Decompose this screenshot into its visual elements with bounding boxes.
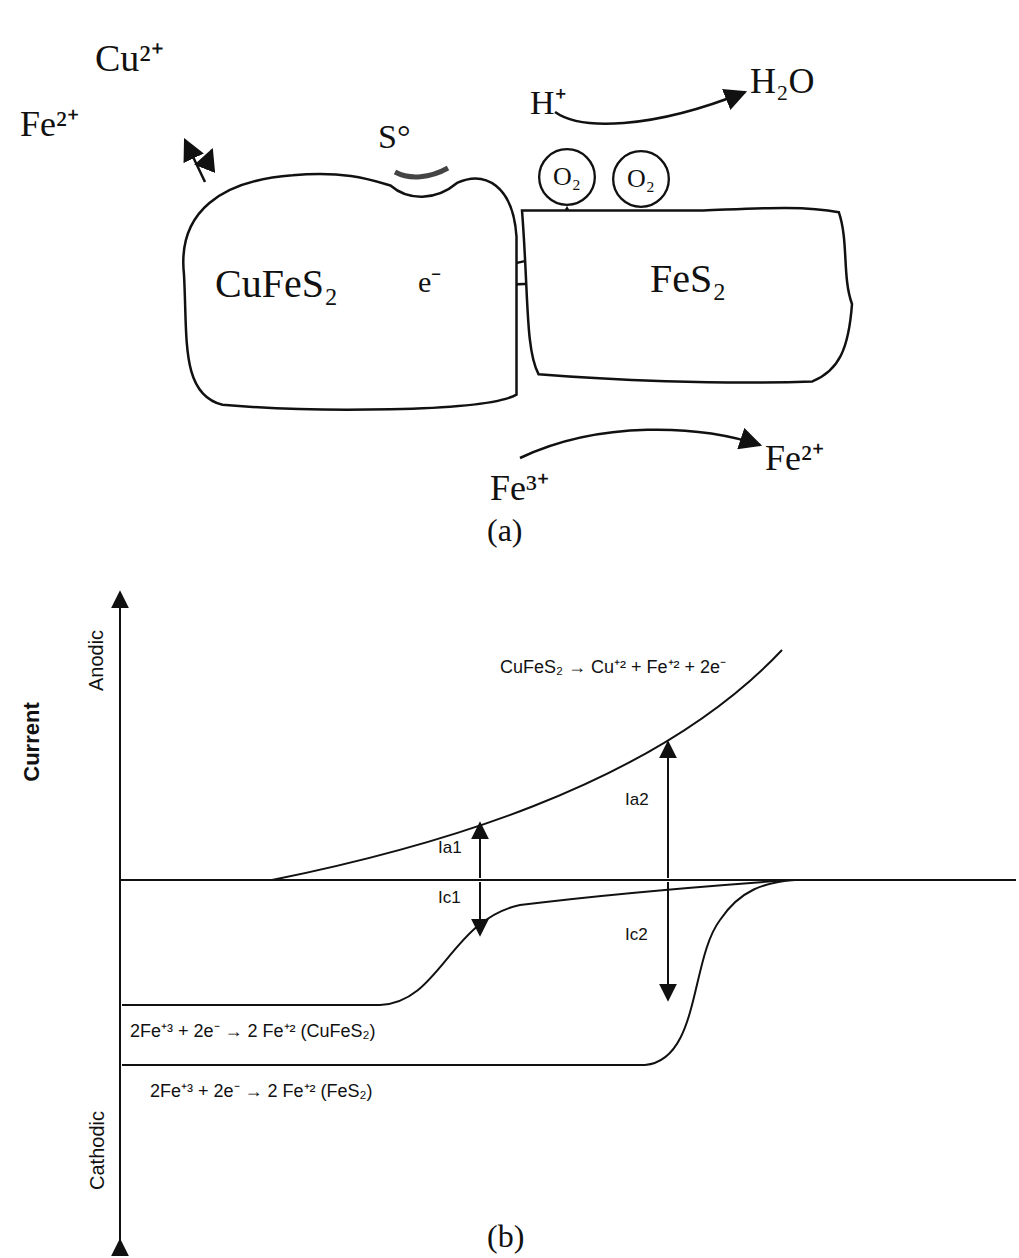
axis-region: Cathodic — [86, 1111, 109, 1190]
copper-ion: Cu²⁺ — [95, 30, 164, 82]
chalcopyrite-particle: CuFeS₂ e⁻ — [170, 160, 520, 415]
current-axis — [119, 592, 121, 1245]
ic2-arrow — [667, 882, 669, 1000]
current-label: Ic1 — [438, 888, 461, 908]
cathodic-reaction: 2Fe⁺³ + 2e⁻ → 2 Fe⁺² (FeS₂) — [150, 1078, 373, 1102]
water: H₂O — [750, 60, 815, 102]
pyrite-particle: FeS₂ — [522, 205, 852, 385]
electron-label: e⁻ — [418, 260, 441, 301]
axis-title: Current — [19, 702, 45, 781]
ia1-arrow — [479, 823, 481, 878]
cathodic-reaction: 2Fe⁺³ + 2e⁻ → 2 Fe⁺² (CuFeS₂) — [130, 1018, 376, 1042]
current-label: Ia2 — [625, 790, 649, 810]
oxygen-molecule: O₂ — [538, 148, 596, 206]
anodic-curve — [272, 650, 782, 880]
ferrous-ion: Fe²⁺ — [20, 98, 79, 147]
current-label: Ia1 — [438, 838, 462, 858]
anodic-reaction: CuFeS₂ → Cu⁺² + Fe⁺² + 2e⁻ — [500, 654, 726, 678]
ferrous-ion: Fe²⁺ — [765, 432, 824, 481]
ic1-arrow — [479, 882, 481, 935]
cathodic-curve-pyrite — [122, 880, 795, 1065]
fe-release-arrow — [185, 140, 205, 182]
ia2-arrow — [667, 742, 669, 878]
axis-region: Anodic — [86, 629, 109, 690]
panel-label: (a) — [487, 512, 523, 549]
mineral-name: CuFeS₂ — [215, 260, 338, 307]
oxygen-molecule: O₂ — [612, 150, 670, 208]
ferric-reduction-arrow — [520, 430, 760, 458]
cu-release-arrow — [205, 150, 212, 168]
oxygen-reduction-arrow — [555, 92, 745, 124]
mineral-name: FeS₂ — [650, 255, 726, 302]
ferric-ion: Fe³⁺ — [490, 462, 549, 511]
sulfur-layer — [395, 168, 448, 177]
cathodic-curve-chalcopyrite — [122, 880, 790, 1005]
potential-axis — [120, 879, 1016, 881]
current-axis-bottom — [119, 1240, 121, 1245]
current-label: Ic2 — [625, 925, 648, 945]
proton: H⁺ — [530, 78, 566, 124]
panel-label: (b) — [487, 1218, 524, 1255]
mineral-name: O₂ — [553, 162, 581, 192]
elemental-sulfur: S° — [378, 118, 411, 156]
mineral-name: O₂ — [627, 164, 655, 194]
